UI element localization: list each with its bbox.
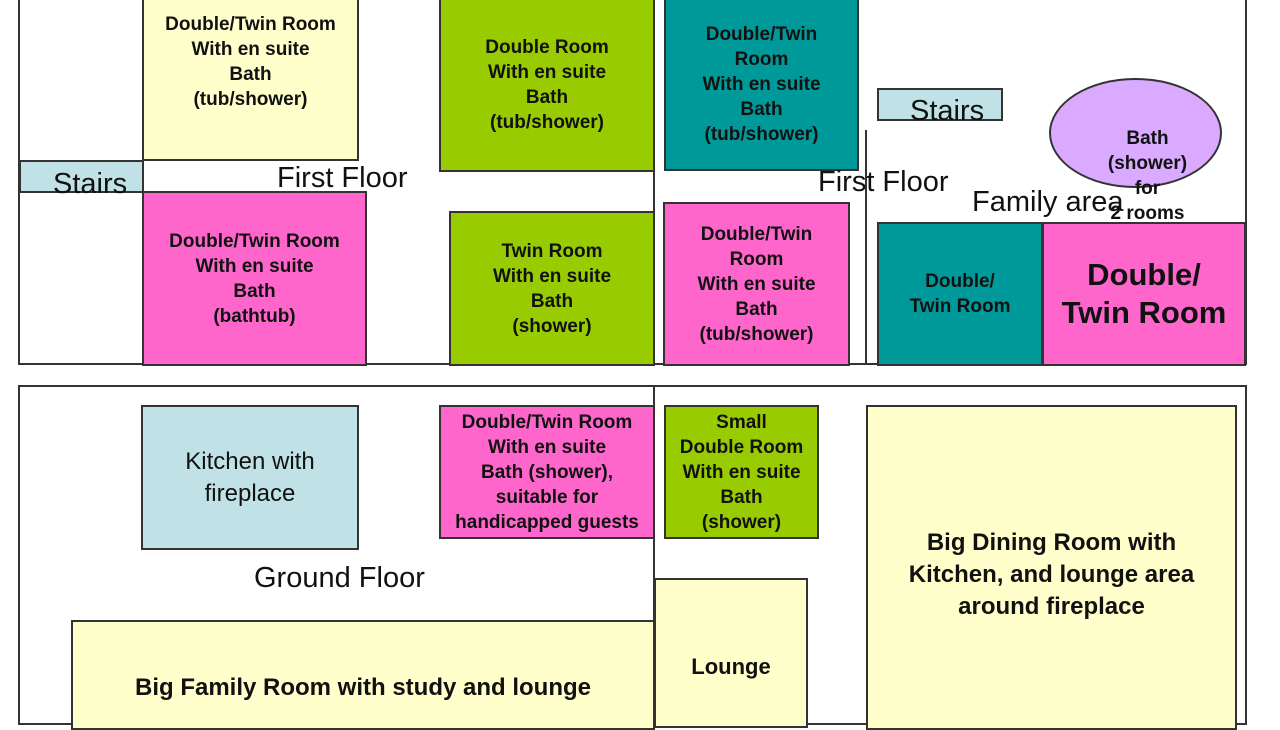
room-double-twin-2: Double/Twin Room With en suite Bath (tub… xyxy=(664,0,859,171)
shared-bath-label: Bath (shower) for 2 rooms xyxy=(1107,128,1188,224)
shared-bath xyxy=(1049,78,1222,188)
family-area-label: Family area xyxy=(972,186,1124,218)
first-floor-wall-right xyxy=(1245,0,1247,365)
room-twin-1: Twin Room With en suite Bath (shower) xyxy=(449,211,655,366)
first-floor-label-left: First Floor xyxy=(277,162,408,194)
ground-floor-label: Ground Floor xyxy=(254,562,425,594)
stairs-right-label: Stairs xyxy=(910,95,985,127)
room-double-twin-4: Double/Twin Room With en suite Bath (tub… xyxy=(663,202,850,366)
room-double-twin-family-1: Double/ Twin Room xyxy=(877,222,1043,366)
ground-floor-divider xyxy=(653,385,655,720)
first-floor-divider xyxy=(653,170,655,212)
room-double-twin-family-2: Double/ Twin Room xyxy=(1042,222,1246,366)
room-double-twin-accessible: Double/Twin Room With en suite Bath (sho… xyxy=(439,405,655,539)
kitchen: Kitchen with fireplace xyxy=(141,405,359,550)
family-area-divider xyxy=(865,130,867,365)
big-dining-room: Big Dining Room with Kitchen, and lounge… xyxy=(866,405,1237,730)
room-double-twin-3: Double/Twin Room With en suite Bath (bat… xyxy=(142,191,367,366)
big-family-room: Big Family Room with study and lounge xyxy=(71,620,655,730)
stairs-right xyxy=(877,88,1003,121)
first-floor-label-right: First Floor xyxy=(818,166,949,198)
stairs-left-label: Stairs xyxy=(53,168,128,200)
lounge: Lounge xyxy=(654,578,808,728)
room-double-twin-1: Double/Twin Room With en suite Bath (tub… xyxy=(142,0,359,161)
stairs-left xyxy=(19,160,144,193)
room-double-1: Double Room With en suite Bath (tub/show… xyxy=(439,0,655,172)
room-small-double: Small Double Room With en suite Bath (sh… xyxy=(664,405,819,539)
